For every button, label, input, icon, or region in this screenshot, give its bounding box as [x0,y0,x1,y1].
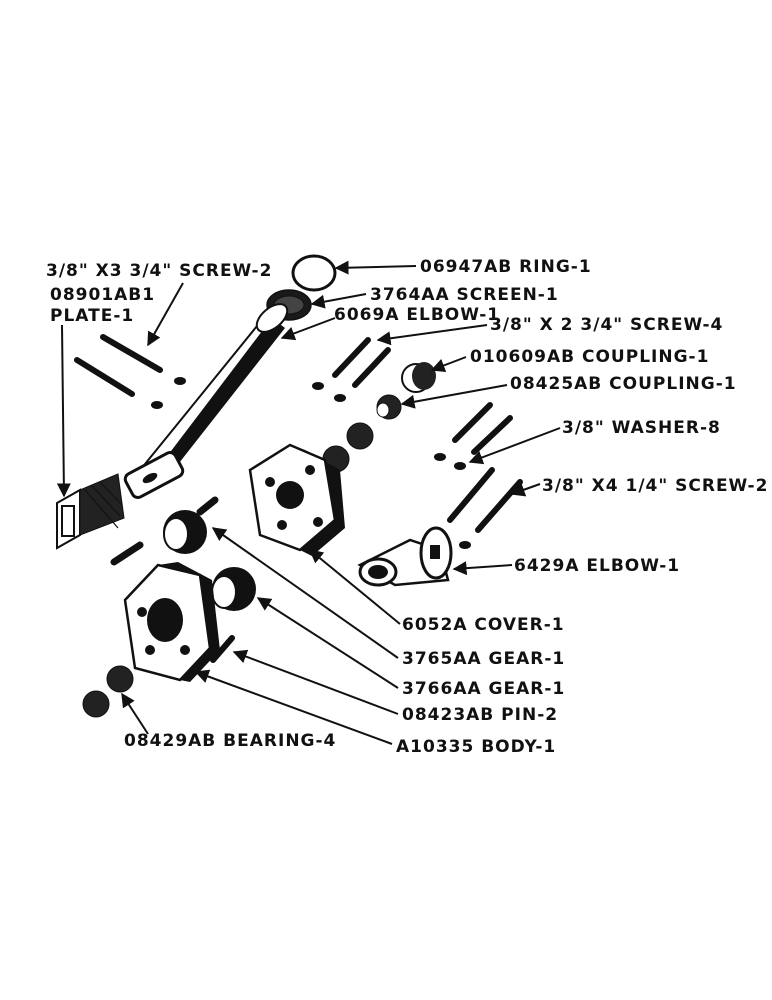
label-pin: 08423AB PIN-2 [402,705,558,725]
leader-body [194,669,393,745]
leader-coupling-08425 [400,384,508,409]
label-screw-3-3-4: 3/8" X3 3/4" SCREW-2 [46,261,272,281]
leader-plate [56,324,71,498]
pin-right-part [210,635,235,663]
label-ring: 06947AB RING-1 [420,257,592,277]
pin-left-part [110,541,144,566]
bearing-upper-parts [322,422,374,473]
washer-parts [434,453,471,549]
plate-part [56,473,125,550]
label-elbow-6069: 6069A ELBOW-1 [334,305,500,325]
leader-elbow-6429 [452,561,513,576]
label-screen: 3764AA SCREEN-1 [370,285,559,305]
label-body: A10335 BODY-1 [396,737,556,757]
label-washer: 3/8" WASHER-8 [562,418,721,438]
leader-ring [334,260,417,275]
leader-screw-4-1-4 [510,483,541,497]
screw-2-3-4-parts [312,337,391,402]
coupling-010609ab-part [401,362,436,393]
leader-gear-3766 [256,597,399,689]
label-coupling-010609: 010609AB COUPLING-1 [470,347,709,367]
coupling-08425ab-part [376,394,402,420]
label-coupling-08425: 08425AB COUPLING-1 [510,374,737,394]
leader-screw-3-3-4 [147,282,184,347]
body-a10335-part [123,562,220,682]
leader-cover [308,549,401,625]
leader-elbow-6069 [280,317,336,341]
leader-gear-3765 [211,527,399,659]
label-screw-2-3-4: 3/8" X 2 3/4" SCREW-4 [490,315,723,335]
label-bearing: 08429AB BEARING-4 [124,731,336,751]
label-plate-number: 08901AB1 [50,285,155,305]
elbow-6429a-part [357,526,453,587]
gear-3765aa-part [163,496,219,554]
leader-screw-2-3-4 [376,324,488,346]
label-screw-4-1-4: 3/8" X4 1/4" SCREW-2 [542,476,768,496]
elbow-6069a-part [123,303,289,500]
leader-screen [310,293,367,309]
label-plate-name: PLATE-1 [50,306,134,326]
label-gear-3766: 3766AA GEAR-1 [402,679,565,699]
screw-3-3-4-parts [74,334,186,409]
bearing-lower-parts [82,665,134,718]
leader-pin [232,649,399,715]
label-elbow-6429: 6429A ELBOW-1 [514,556,680,576]
label-cover: 6052A COVER-1 [402,615,565,635]
label-gear-3765: 3765AA GEAR-1 [402,649,565,669]
leader-washer [468,427,561,465]
cover-6052a-part [248,443,345,556]
gear-3766aa-part [211,567,256,611]
leader-coupling-010609 [430,356,467,373]
leader-bearing [121,692,149,735]
ring-part [291,254,337,292]
